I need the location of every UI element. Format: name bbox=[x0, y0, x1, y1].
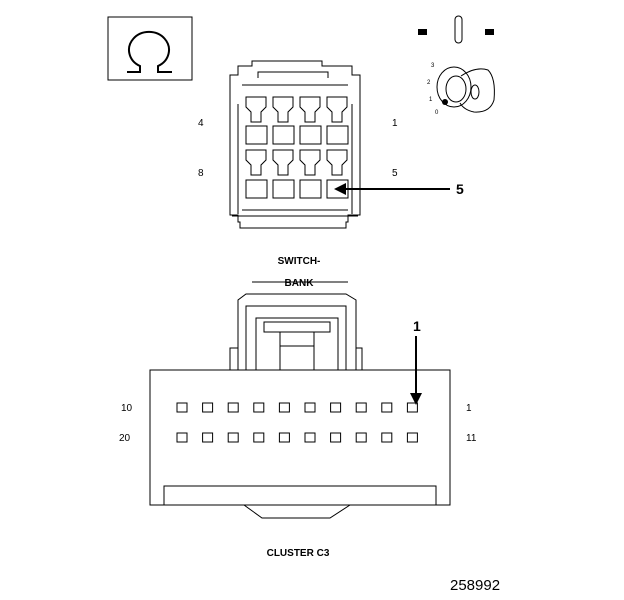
cluster-pin-cavity bbox=[381, 432, 393, 443]
switch-bank-pin-label-1: 1 bbox=[392, 118, 398, 129]
cluster-pin-cavity bbox=[202, 432, 214, 443]
cluster-pin-cavity bbox=[176, 402, 188, 413]
svg-text:0: 0 bbox=[435, 110, 439, 116]
switch-bank-pin-label-4: 4 bbox=[198, 118, 204, 129]
cluster-pin-cavity bbox=[406, 432, 418, 443]
cluster-pin-cavity bbox=[253, 432, 265, 443]
cluster-pin-cavity bbox=[304, 402, 316, 413]
svg-text:1: 1 bbox=[429, 97, 433, 103]
cluster-pin-label-1: 1 bbox=[466, 403, 472, 414]
svg-text:2: 2 bbox=[427, 80, 431, 86]
figure-number: 258992 bbox=[450, 577, 500, 594]
cluster-pin-cavity bbox=[278, 402, 290, 413]
cluster-pin-label-11: 11 bbox=[466, 433, 477, 444]
cluster-pin-cavity bbox=[381, 402, 393, 413]
switch-bank-pin-grid bbox=[245, 96, 349, 199]
switch-bank-title-line1: SWITCH- bbox=[278, 256, 321, 267]
cluster-pin-label-10: 10 bbox=[121, 403, 133, 414]
ohm-symbol-box bbox=[107, 16, 193, 81]
cluster-pin-label-20: 20 bbox=[119, 433, 131, 444]
cluster-c3-pin-grid bbox=[176, 402, 418, 443]
ignition-key-icon: 3 2 1 0 bbox=[427, 63, 495, 116]
cluster-pin-cavity bbox=[330, 432, 342, 443]
cluster-c3-connector bbox=[149, 281, 451, 519]
cluster-c3-title: CLUSTER C3 bbox=[267, 548, 330, 559]
svg-text:3: 3 bbox=[431, 63, 435, 69]
cluster-pin-cavity bbox=[227, 432, 239, 443]
cluster-pin-cavity bbox=[330, 402, 342, 413]
cluster-callout-number: 1 bbox=[413, 318, 421, 334]
cluster-pin-cavity bbox=[355, 432, 367, 443]
cluster-pin-cavity bbox=[176, 432, 188, 443]
cluster-pin-cavity bbox=[278, 432, 290, 443]
switch-bank-pin-label-5: 5 bbox=[392, 168, 398, 179]
switch-bank-connector bbox=[229, 60, 361, 229]
cluster-pin-cavity bbox=[304, 432, 316, 443]
switch-bank-callout-number: 5 bbox=[456, 181, 464, 197]
cluster-pin-cavity bbox=[355, 402, 367, 413]
switch-bank-title-line2: BANK bbox=[285, 278, 315, 289]
cluster-pin-cavity bbox=[253, 402, 265, 413]
cluster-pin-cavity bbox=[406, 402, 418, 413]
cluster-pin-cavity bbox=[227, 402, 239, 413]
ignition-switch-symbol bbox=[418, 15, 494, 44]
switch-bank-callout-arrow bbox=[334, 183, 450, 195]
cluster-callout-arrow bbox=[410, 336, 422, 405]
switch-bank-pin-label-8: 8 bbox=[198, 168, 204, 179]
cluster-pin-cavity bbox=[202, 402, 214, 413]
